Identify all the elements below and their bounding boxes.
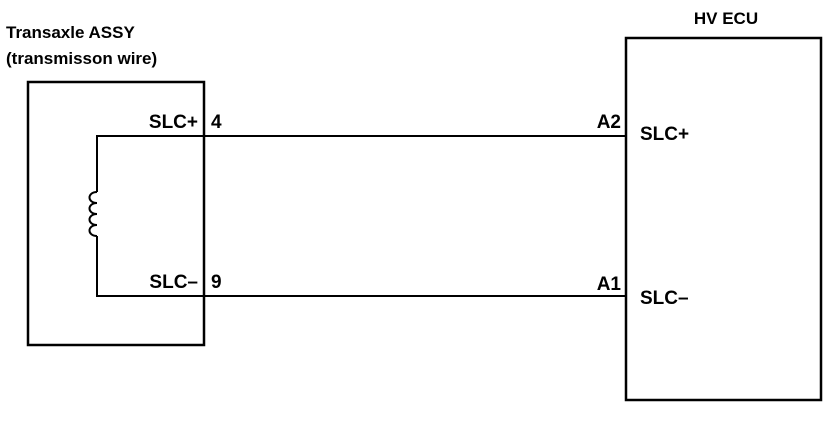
coil-lower-lead [96, 236, 204, 297]
ecu-terminal-label-slc-minus: SLC– [640, 288, 689, 309]
pin-number-4: 4 [211, 112, 222, 133]
terminal-label-slc-plus: SLC+ [149, 112, 198, 133]
hv-ecu-box [624, 36, 823, 402]
pin-number-9: 9 [211, 272, 222, 293]
pin-number-a1: A1 [597, 274, 622, 295]
transaxle-assy: Transaxle ASSY (transmisson wire) SLC+ 4… [6, 23, 222, 347]
transaxle-subtitle: (transmisson wire) [6, 49, 157, 68]
ecu-terminal-label-slc-plus: SLC+ [640, 124, 689, 145]
transaxle-box [26, 80, 206, 347]
terminal-label-slc-minus: SLC– [149, 272, 198, 293]
transaxle-title: Transaxle ASSY [6, 23, 135, 42]
hv-ecu: HV ECU A2 SLC+ A1 SLC– [597, 9, 823, 402]
pin-number-a2: A2 [597, 112, 621, 133]
hv-ecu-title: HV ECU [694, 9, 758, 28]
coil-upper-lead [96, 135, 204, 192]
solenoid-coil-icon [88, 191, 98, 237]
